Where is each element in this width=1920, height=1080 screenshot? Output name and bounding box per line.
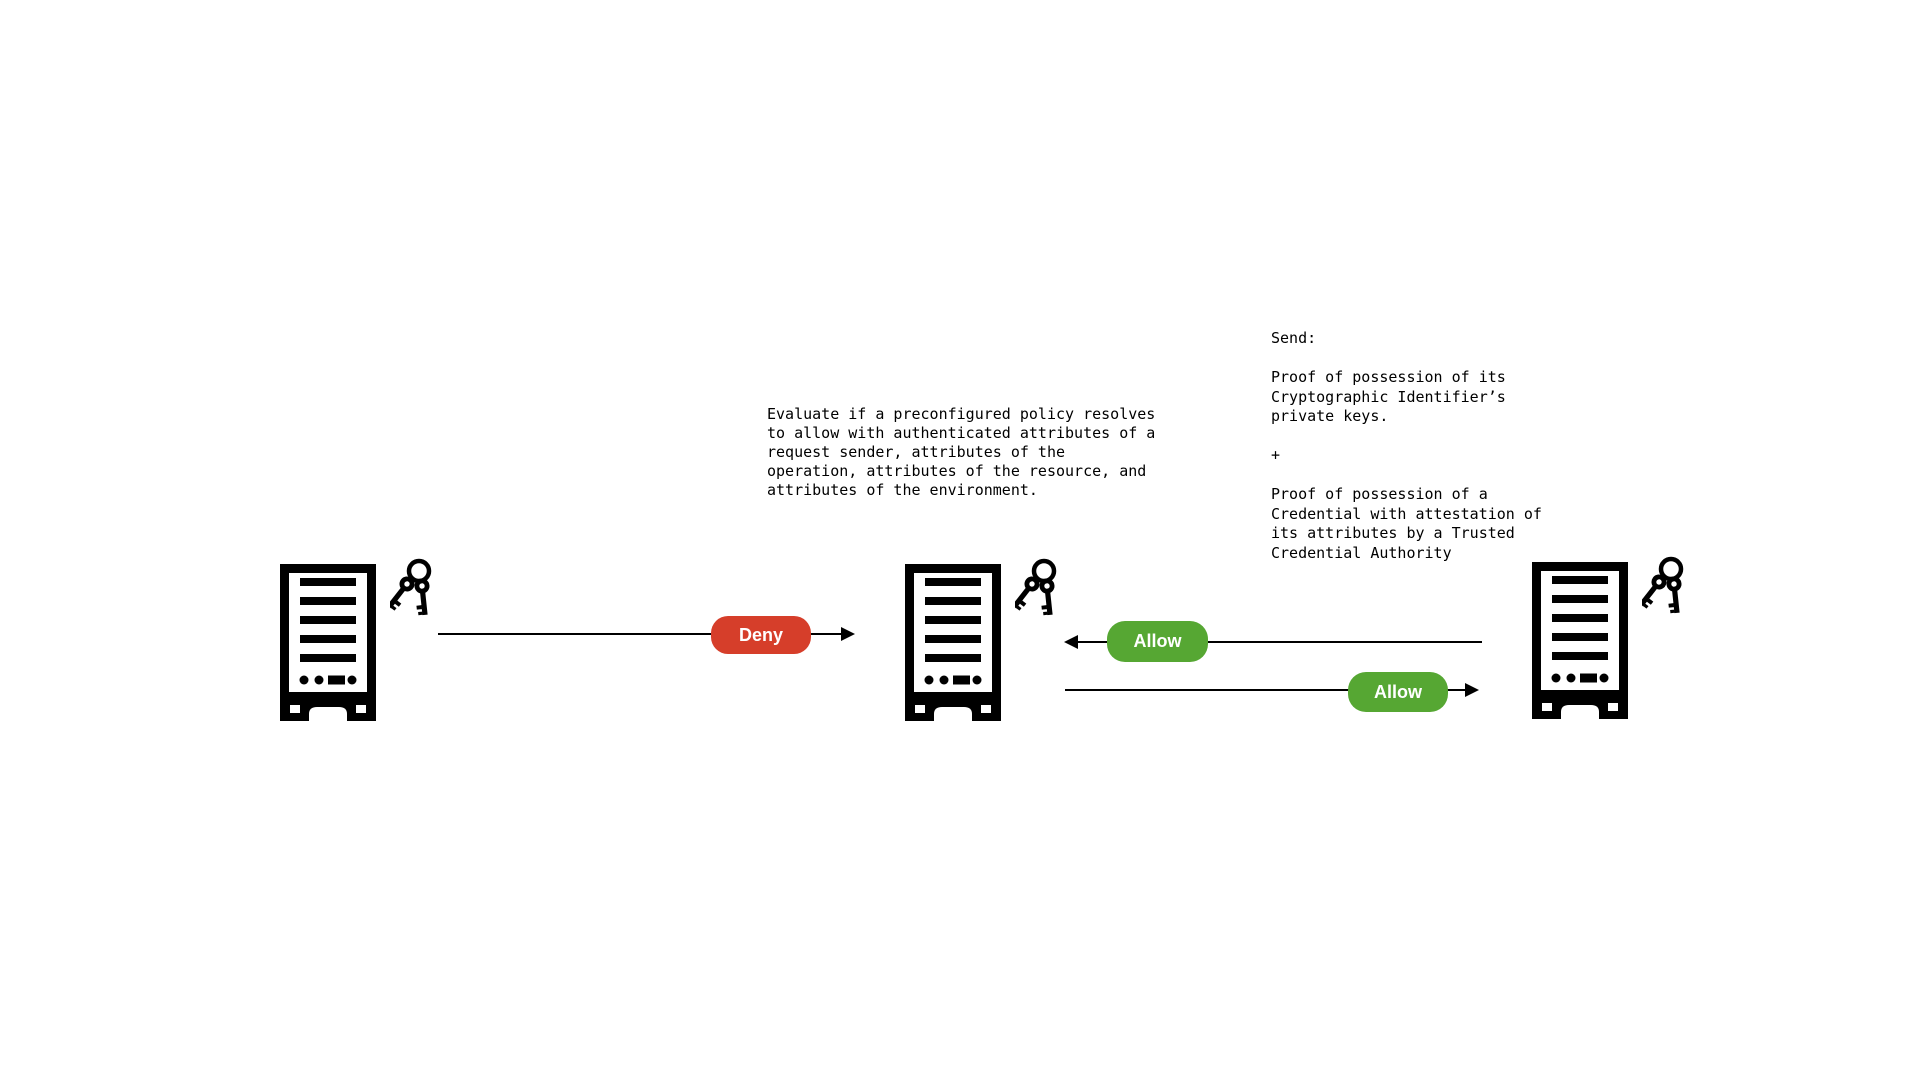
server-node-policy-evaluator <box>903 560 1063 725</box>
deny-arrow <box>438 627 855 641</box>
server-tower-icon <box>1530 560 1630 720</box>
server-node-credential-holder <box>1530 558 1690 723</box>
server-tower-icon <box>903 562 1003 722</box>
key-ring-icon <box>1015 558 1062 620</box>
key-ring-icon <box>390 558 437 620</box>
allow-return-arrow <box>1064 635 1482 649</box>
deny-badge: Deny <box>711 616 811 654</box>
key-ring-icon <box>1642 556 1689 618</box>
server-tower-icon <box>278 562 378 722</box>
allow-forward-badge: Allow <box>1348 672 1448 712</box>
allow-forward-arrow <box>1065 683 1479 697</box>
send-proof-note: Send: Proof of possession of its Cryptog… <box>1271 329 1542 562</box>
allow-return-badge: Allow <box>1107 621 1208 662</box>
policy-evaluation-note: Evaluate if a preconfigured policy resol… <box>767 405 1156 499</box>
server-node-requester <box>278 560 438 725</box>
